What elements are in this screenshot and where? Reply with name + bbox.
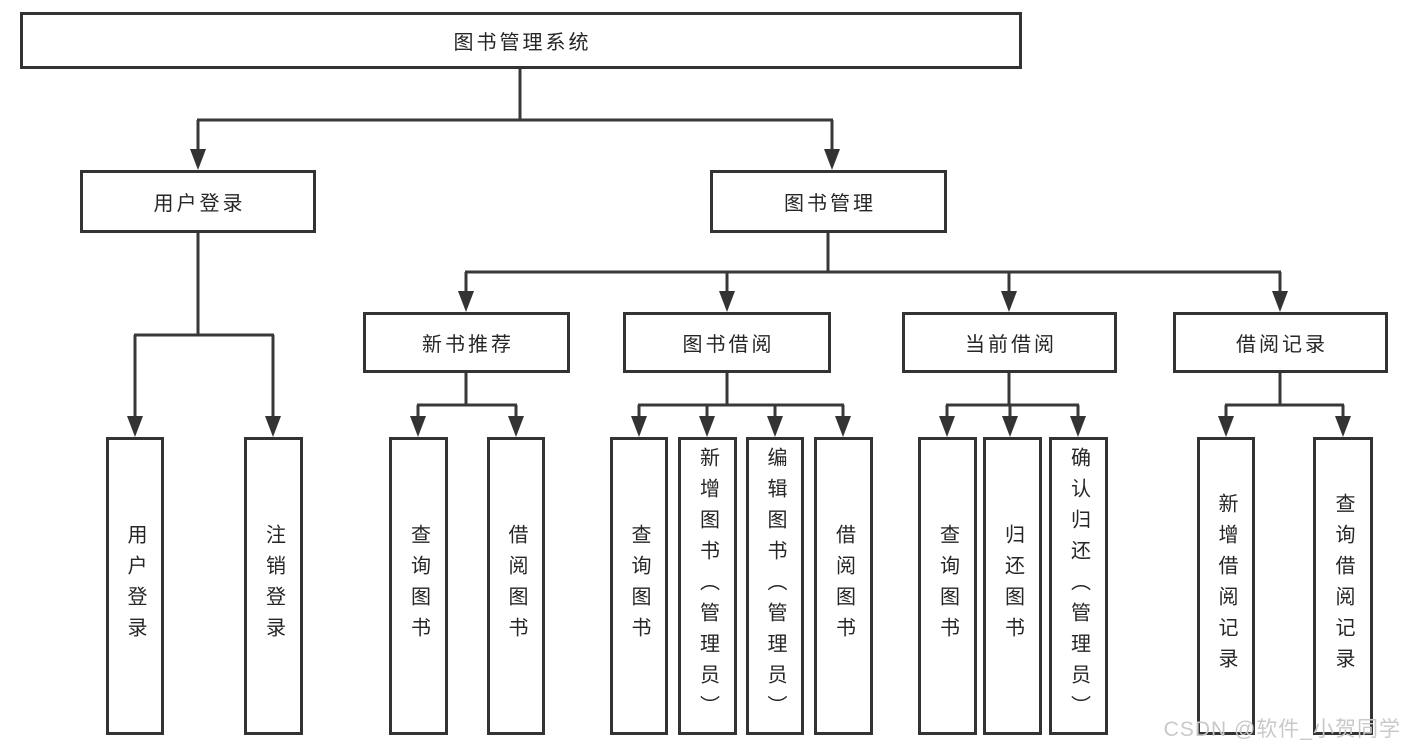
node-current-borrow: 当前借阅	[902, 312, 1117, 373]
leaf-edit-books-admin: 编辑图书（管理员）	[746, 437, 804, 735]
node-user-login: 用户登录	[80, 170, 316, 233]
leaf-add-books-admin: 新增图书（管理员）	[678, 437, 737, 735]
leaf-query-books-borrow: 查询图书	[610, 437, 668, 735]
leaf-query-borrow-record: 查询借阅记录	[1313, 437, 1373, 735]
csdn-watermark: CSDN @软件_小贺同学	[1163, 718, 1401, 741]
node-library-system: 图书管理系统	[20, 12, 1022, 69]
leaf-query-books-current: 查询图书	[918, 437, 977, 735]
leaf-confirm-return-admin: 确认归还（管理员）	[1049, 437, 1108, 735]
leaf-user-login: 用户登录	[106, 437, 164, 735]
leaf-add-borrow-record: 新增借阅记录	[1197, 437, 1255, 735]
leaf-borrow-books: 借阅图书	[814, 437, 873, 735]
leaf-return-books: 归还图书	[983, 437, 1042, 735]
leaf-borrow-books-recommend: 借阅图书	[487, 437, 545, 735]
node-book-management: 图书管理	[710, 170, 947, 233]
node-new-book-recommend: 新书推荐	[363, 312, 570, 373]
node-book-borrow: 图书借阅	[623, 312, 831, 373]
node-borrow-records: 借阅记录	[1173, 312, 1388, 373]
leaf-logout: 注销登录	[244, 437, 303, 735]
leaf-query-books-recommend: 查询图书	[389, 437, 448, 735]
